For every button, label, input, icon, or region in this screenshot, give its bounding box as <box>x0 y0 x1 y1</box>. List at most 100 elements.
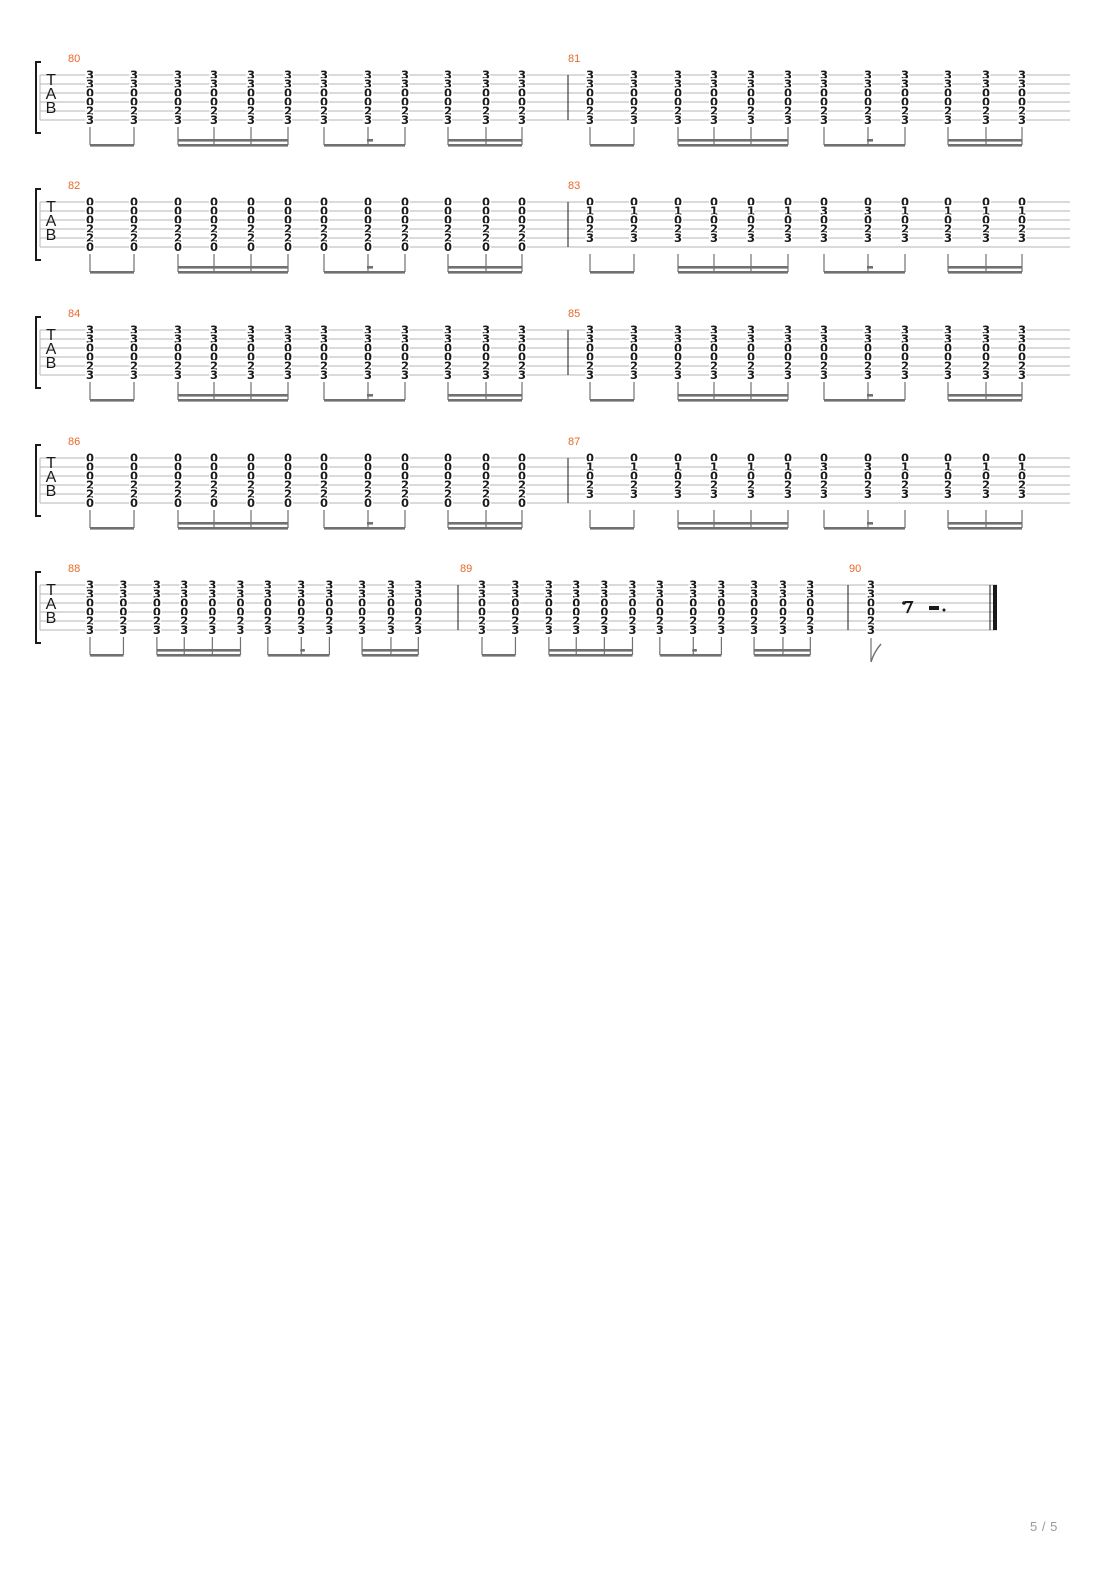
fret-number: 0 <box>444 341 452 355</box>
fret-number: 0 <box>320 195 328 209</box>
fret-number: 0 <box>444 86 452 100</box>
fret-number: 0 <box>444 213 452 227</box>
fret-number: 2 <box>86 222 94 236</box>
fret-number: 3 <box>779 623 787 637</box>
fret-number: 0 <box>750 605 758 619</box>
beam-stub <box>867 522 873 525</box>
fret-number: 0 <box>236 596 244 610</box>
fret-number: 0 <box>600 596 608 610</box>
tab-clef-letter: B <box>46 355 57 372</box>
beam <box>678 266 788 269</box>
measure-number: 89 <box>460 563 472 575</box>
fret-number: 3 <box>901 323 909 337</box>
fret-number: 3 <box>982 323 990 337</box>
fret-number: 0 <box>86 341 94 355</box>
fret-number: 0 <box>674 451 682 465</box>
fret-number: 3 <box>86 323 94 337</box>
fret-number: 3 <box>387 587 395 601</box>
fret-number: 2 <box>414 614 422 628</box>
fret-number: 2 <box>482 104 490 118</box>
fret-number: 0 <box>710 350 718 364</box>
fret-number: 3 <box>747 231 755 245</box>
fret-number: 0 <box>86 496 94 510</box>
fret-number: 0 <box>247 460 255 474</box>
fret-number: 0 <box>247 350 255 364</box>
fret-number: 2 <box>820 222 828 236</box>
fret-number: 0 <box>864 95 872 109</box>
fret-number: 3 <box>784 68 792 82</box>
fret-number: 3 <box>1018 68 1026 82</box>
fret-number: 3 <box>358 578 366 592</box>
fret-number: 0 <box>1018 213 1026 227</box>
beam <box>178 399 288 402</box>
fret-number: 0 <box>401 213 409 227</box>
fret-number: 3 <box>236 578 244 592</box>
fret-number: 3 <box>174 68 182 82</box>
fret-number: 0 <box>364 204 372 218</box>
fret-number: 0 <box>284 341 292 355</box>
fret-number: 2 <box>628 614 636 628</box>
fret-number: 2 <box>586 104 594 118</box>
system-bracket <box>35 571 41 644</box>
beam <box>448 394 522 397</box>
fret-number: 3 <box>674 323 682 337</box>
fret-number: 3 <box>401 77 409 91</box>
fret-number: 0 <box>210 469 218 483</box>
fret-number: 2 <box>1018 478 1026 492</box>
fret-number: 2 <box>358 614 366 628</box>
fret-number: 0 <box>284 86 292 100</box>
fret-number: 0 <box>320 451 328 465</box>
fret-number: 3 <box>210 368 218 382</box>
beam <box>178 271 288 274</box>
measure-number: 86 <box>68 436 80 448</box>
fret-number: 2 <box>174 359 182 373</box>
fret-number: 0 <box>656 596 664 610</box>
fret-number: 3 <box>264 587 272 601</box>
fret-number: 3 <box>325 623 333 637</box>
measure-number: 81 <box>568 53 580 65</box>
fret-number: 3 <box>130 323 138 337</box>
fret-number: 3 <box>444 113 452 127</box>
fret-number: 0 <box>284 204 292 218</box>
fret-number: 3 <box>518 323 526 337</box>
beam <box>448 271 522 274</box>
fret-number: 0 <box>130 469 138 483</box>
fret-number: 3 <box>320 368 328 382</box>
fret-number: 3 <box>86 77 94 91</box>
fret-number: 3 <box>586 113 594 127</box>
fret-number: 0 <box>247 240 255 254</box>
fret-number: 3 <box>153 587 161 601</box>
fret-number: 2 <box>747 104 755 118</box>
fret-number: 2 <box>320 231 328 245</box>
fret-number: 2 <box>86 487 94 501</box>
fret-number: 0 <box>784 86 792 100</box>
fret-number: 0 <box>747 350 755 364</box>
fret-number: 0 <box>747 213 755 227</box>
fret-number: 0 <box>586 469 594 483</box>
fret-number: 2 <box>86 614 94 628</box>
fret-number: 3 <box>572 578 580 592</box>
fret-number: 3 <box>944 231 952 245</box>
fret-number: 3 <box>86 368 94 382</box>
fret-number: 2 <box>444 478 452 492</box>
half-rest <box>929 606 939 610</box>
tab-clef-letter: A <box>46 86 57 103</box>
fret-number: 2 <box>944 222 952 236</box>
fret-number: 3 <box>482 68 490 82</box>
fret-number: 3 <box>944 332 952 346</box>
fret-number: 3 <box>982 487 990 501</box>
fret-number: 3 <box>864 487 872 501</box>
fret-number: 0 <box>482 95 490 109</box>
fret-number: 0 <box>86 86 94 100</box>
fret-number: 3 <box>482 113 490 127</box>
beam <box>678 139 788 142</box>
fret-number: 0 <box>600 605 608 619</box>
fret-number: 0 <box>864 195 872 209</box>
beam <box>590 271 634 274</box>
fret-number: 2 <box>401 231 409 245</box>
fret-number: 0 <box>806 596 814 610</box>
fret-number: 3 <box>1018 231 1026 245</box>
fret-number: 3 <box>444 77 452 91</box>
fret-number: 0 <box>320 469 328 483</box>
fret-number: 2 <box>511 614 519 628</box>
